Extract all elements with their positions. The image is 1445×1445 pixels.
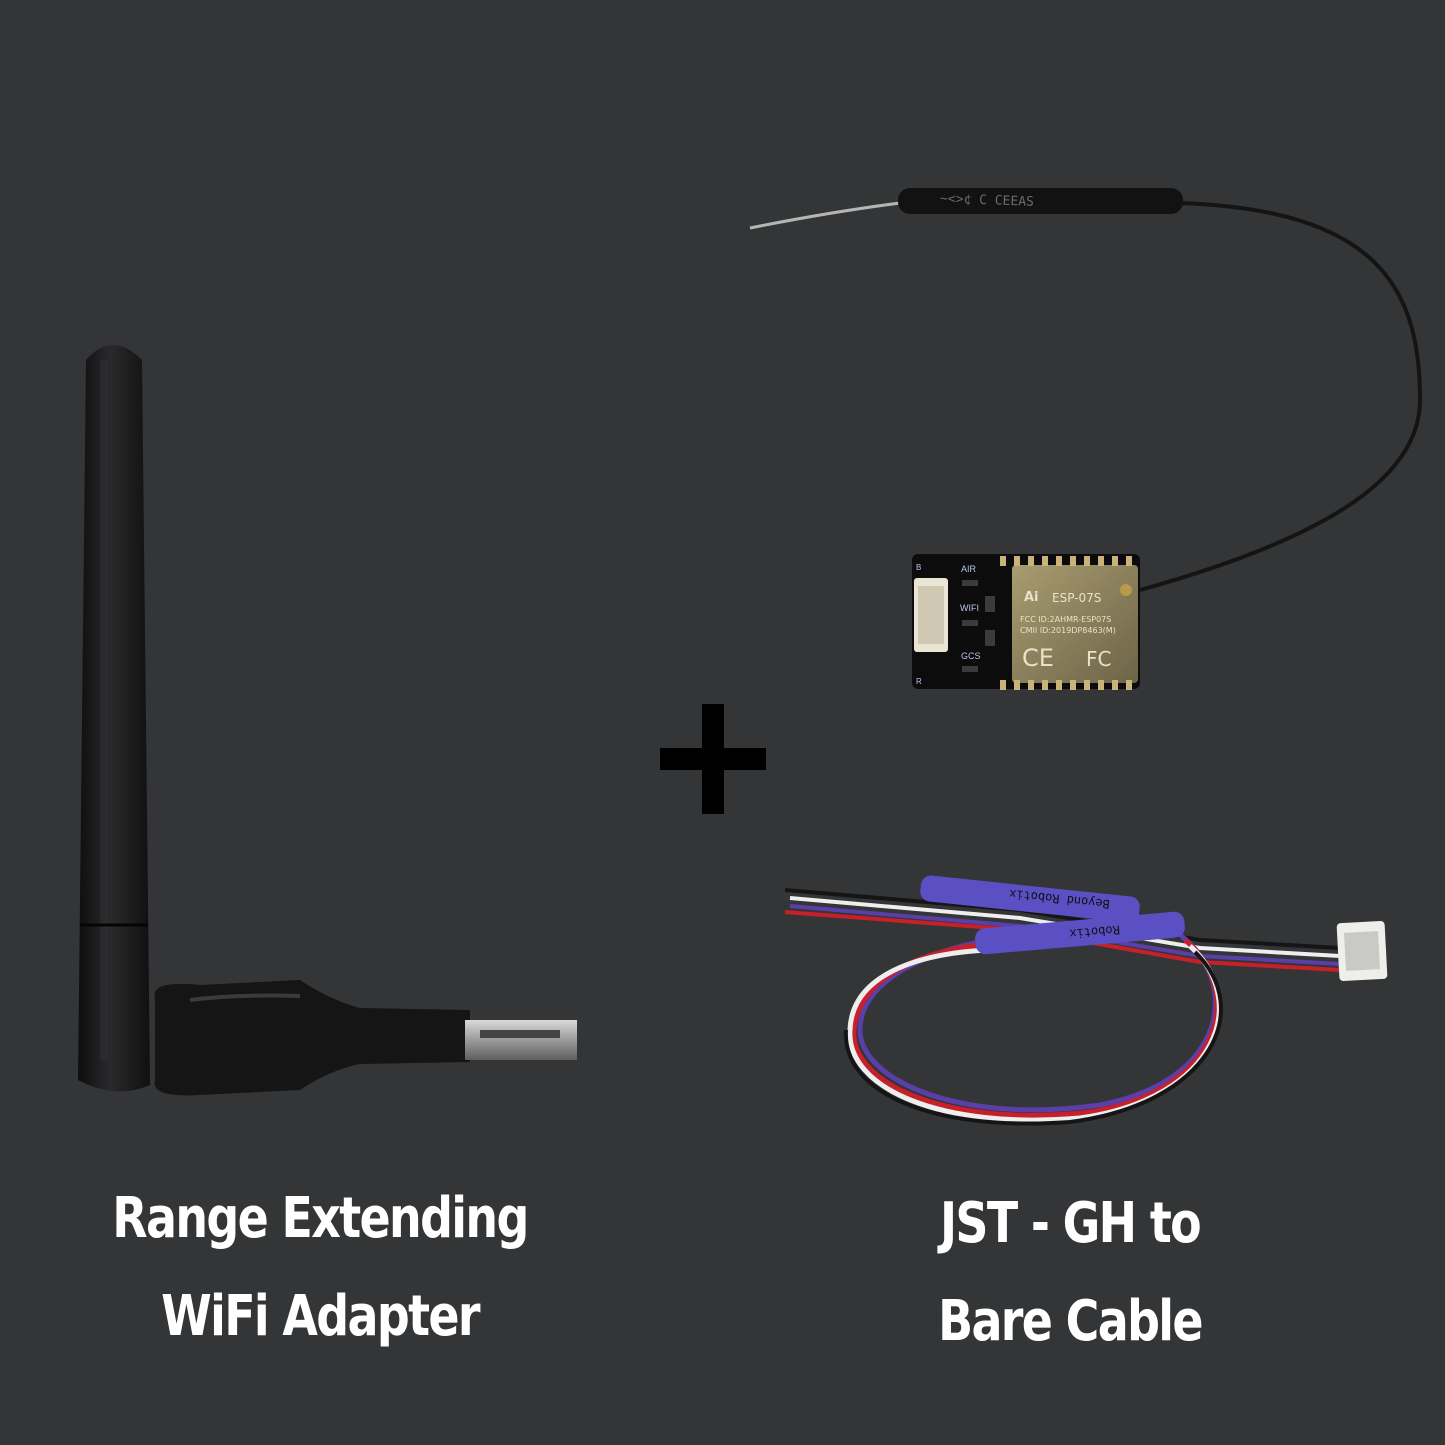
- chip-fcc-id: FCC ID:2AHMR-ESP07S: [1020, 615, 1111, 624]
- led-gcs-label: GCS: [961, 651, 981, 661]
- pin-r-label: R: [916, 677, 922, 686]
- plus-icon: [660, 704, 766, 814]
- jst-cable-image: Beyond Robotix Robotix: [784, 875, 1388, 1126]
- svg-text:~<>¢ C CEEAS: ~<>¢ C CEEAS: [940, 192, 1034, 210]
- ce-mark: CE: [1022, 644, 1054, 672]
- caption-right-line2: Bare Cable: [938, 1289, 1203, 1354]
- caption-right-line1: JST - GH to: [939, 1191, 1202, 1256]
- caption-left-line1: Range Extending: [112, 1186, 529, 1251]
- caption-left-line2: WiFi Adapter: [161, 1284, 480, 1349]
- chip-cmii-id: CMII ID:2019DP8463(M): [1020, 626, 1116, 635]
- pin-b-label: B: [916, 563, 921, 572]
- chip-ai-logo: Ai: [1024, 590, 1039, 605]
- caption-jst-cable: JST - GH to Bare Cable: [849, 1175, 1292, 1371]
- caption-wifi-adapter: Range Extending WiFi Adapter: [90, 1170, 549, 1366]
- led-wifi-label: WIFI: [960, 603, 979, 613]
- chip-model-label: ESP-07S: [1052, 591, 1101, 605]
- sleeve-label-2: Robotix: [1069, 923, 1121, 941]
- esp-module-image: ~<>¢ C CEEAS Ai ESP-07S FCC ID:2AHMR-ESP…: [749, 188, 1423, 690]
- wifi-adapter-image: [78, 345, 577, 1096]
- led-air-label: AIR: [961, 564, 977, 574]
- fc-mark: FC: [1086, 647, 1111, 671]
